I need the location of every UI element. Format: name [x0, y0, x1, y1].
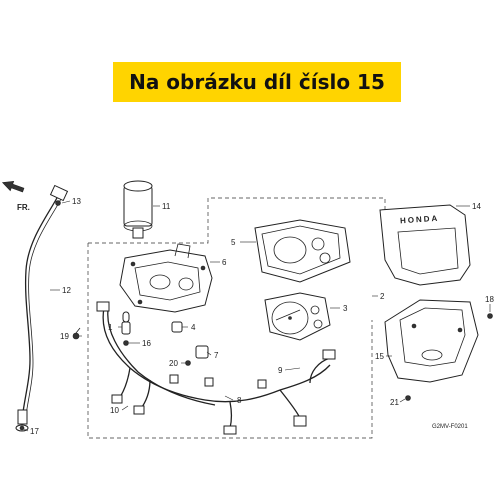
callout-8: 8	[237, 396, 242, 405]
callout-18: 18	[485, 295, 494, 304]
callout-19: 19	[60, 332, 69, 341]
callout-15: 15	[375, 352, 384, 361]
diagram-code: G2MV-F0201	[432, 424, 468, 430]
callout-7: 7	[214, 351, 219, 360]
callout-10: 10	[110, 406, 119, 415]
meter-case	[119, 243, 213, 313]
screw-16	[123, 340, 129, 346]
callout-17: 17	[30, 427, 39, 436]
part-number-banner: Na obrázku díl číslo 15	[113, 62, 401, 102]
callout-13: 13	[72, 197, 81, 206]
banner-text: Na obrázku díl číslo 15	[129, 70, 385, 94]
callout-4: 4	[191, 323, 196, 332]
direction-label: FR.	[17, 203, 30, 212]
callout-2: 2	[380, 292, 385, 301]
callout-16: 16	[142, 339, 151, 348]
callout-3: 3	[343, 304, 348, 313]
callout-numbers: 1 2 3 4 5 6 7 8 9 10 11 12 13 14 15 16 1…	[30, 197, 494, 436]
screw-19	[72, 327, 81, 340]
lower-cover-part-15	[384, 299, 479, 383]
callout-20: 20	[169, 359, 178, 368]
bulb-socket-1	[121, 311, 131, 335]
callout-6: 6	[222, 258, 227, 267]
screw-21	[405, 395, 411, 401]
meter-gauge-unit	[123, 180, 153, 239]
brand-text: HONDA	[400, 214, 440, 226]
callout-21: 21	[390, 398, 399, 407]
screw-17	[19, 425, 25, 431]
clip-7	[195, 345, 209, 359]
screw-18	[487, 313, 493, 319]
meter-visor	[254, 219, 351, 283]
callout-1: 1	[108, 323, 113, 332]
wire-harness	[96, 301, 336, 435]
speedometer-dial	[264, 292, 331, 341]
screw-13	[55, 200, 61, 206]
speedometer-cable	[15, 184, 69, 432]
grommet-4	[171, 321, 183, 333]
callout-14: 14	[472, 202, 481, 211]
leader-lines	[23, 200, 491, 432]
meter-cover: HONDA	[379, 204, 471, 286]
callout-5: 5	[231, 238, 236, 247]
front-direction-arrow: FR.	[1, 180, 30, 212]
callout-12: 12	[62, 286, 71, 295]
callout-9: 9	[278, 366, 283, 375]
callout-11: 11	[162, 202, 171, 211]
screw-20	[185, 360, 191, 366]
